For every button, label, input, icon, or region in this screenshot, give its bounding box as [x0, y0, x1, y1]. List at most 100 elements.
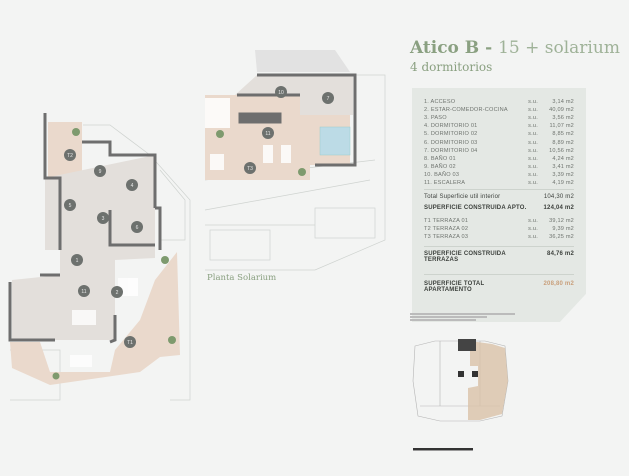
room-area: 4,19 m2: [552, 180, 574, 186]
svg-text:11: 11: [265, 131, 270, 137]
terrace-row: T1 TERRAZA 01 s.u. 39,12 m2: [424, 218, 574, 224]
unit: s.u.: [528, 163, 538, 170]
room-marker: 10: [275, 86, 287, 98]
svg-text:T1: T1: [127, 340, 133, 346]
room-area: 3,39 m2: [552, 171, 574, 178]
room-area: 3,56 m2: [552, 115, 574, 122]
room-label: 11. ESCALERA: [424, 180, 466, 186]
svg-text:4: 4: [131, 183, 134, 189]
unit: s.u.: [528, 131, 538, 138]
svg-text:9: 9: [99, 169, 102, 175]
room-area: 3,41 m2: [552, 163, 574, 170]
room-area: 4,24 m2: [552, 155, 574, 162]
unit: s.u.: [528, 155, 538, 162]
room-label: 1. ACCESO: [424, 99, 456, 105]
unit: s.u.: [528, 115, 538, 122]
terrace-area: 39,12 m2: [549, 218, 574, 224]
room-marker: 4: [126, 179, 138, 191]
unit: s.u.: [528, 226, 538, 232]
room-row: 11. ESCALERA s.u. 4,19 m2: [424, 180, 574, 186]
interior: [12, 155, 155, 340]
room-row: 9. BAÑO 02 s.u. 3,41 m2: [424, 164, 574, 170]
unit: s.u.: [528, 171, 538, 178]
unit: s.u.: [528, 123, 538, 130]
room-marker: 9: [94, 165, 106, 177]
terrace-t2: [48, 122, 82, 178]
room-label: 9. BAÑO 02: [424, 163, 456, 170]
terrace-t1: [10, 252, 180, 385]
unit: s.u.: [528, 218, 538, 224]
unit: s.u.: [528, 139, 538, 146]
svg-text:2: 2: [116, 290, 119, 296]
svg-text:3: 3: [102, 216, 105, 222]
scale-bar: [413, 448, 473, 451]
room-area: 40,09 m2: [549, 107, 574, 114]
terrace-row: T3 TERRAZA 03 s.u. 36,25 m2: [424, 234, 574, 240]
room-marker: 3: [97, 212, 109, 224]
terrace-area: 36,25 m2: [549, 234, 574, 240]
room-row: 5. DORMITORIO 02 s.u. 8,85 m2: [424, 131, 574, 137]
room-marker: 7: [322, 92, 334, 104]
room-label: 2. ESTAR-COMEDOR-COCINA: [424, 107, 508, 114]
room-area: 10,56 m2: [549, 147, 574, 154]
page-title: Atico B - 15 + solarium: [410, 38, 620, 58]
room-area: 3,14 m2: [552, 99, 574, 105]
room-label: 7. DORMITORIO 04: [424, 147, 478, 154]
svg-text:7: 7: [327, 96, 330, 102]
svg-text:1: 1: [76, 258, 79, 264]
room-marker: 6: [131, 221, 143, 233]
room-row: 6. DORMITORIO 03 s.u. 8,89 m2: [424, 140, 574, 146]
room-label: 6. DORMITORIO 03: [424, 139, 478, 146]
room-marker: 2: [111, 286, 123, 298]
svg-text:T2: T2: [67, 153, 73, 159]
svg-text:11: 11: [81, 289, 86, 295]
room-row: 7. DORMITORIO 04 s.u. 10,56 m2: [424, 148, 574, 154]
room-marker: T2: [64, 149, 76, 161]
room-marker: 11: [78, 285, 90, 297]
terrace-label: T2 TERRAZA 02: [424, 226, 469, 232]
page-subtitle: 4 dormitorios: [410, 60, 493, 74]
room-row: 1. ACCESO s.u. 3,14 m2: [424, 99, 574, 105]
svg-text:5: 5: [69, 203, 72, 209]
pool: [319, 126, 351, 156]
svg-text:T3: T3: [247, 166, 253, 172]
room-marker: 11: [262, 127, 274, 139]
unit: s.u.: [528, 234, 538, 240]
room-label: 8. BAÑO 01: [424, 155, 456, 162]
svg-text:6: 6: [136, 225, 139, 231]
surface-table: 1. ACCESO s.u. 3,14 m2 2. ESTAR-COMEDOR-COC…: [412, 88, 586, 322]
solarium-label: Planta Solarium: [207, 273, 277, 283]
terrace-area: 9,39 m2: [552, 226, 574, 232]
svg-text:10: 10: [278, 90, 284, 96]
room-area: 8,85 m2: [552, 131, 574, 138]
room-row: 2. ESTAR-COMEDOR-COCINA s.u. 40,09 m2: [424, 107, 574, 113]
terrace-label: T3 TERRAZA 03: [424, 234, 469, 240]
unit: s.u.: [528, 99, 538, 105]
unit: s.u.: [528, 107, 538, 114]
room-marker: 1: [71, 254, 83, 266]
room-label: 5. DORMITORIO 02: [424, 131, 478, 138]
room-row: 8. BAÑO 01 s.u. 4,24 m2: [424, 156, 574, 162]
unit: s.u.: [528, 147, 538, 154]
room-label: 4. DORMITORIO 01: [424, 123, 478, 130]
unit: s.u.: [528, 180, 538, 186]
room-marker: T3: [244, 162, 256, 174]
room-row: 10. BAÑO 03 s.u. 3,39 m2: [424, 172, 574, 178]
room-marker: 5: [64, 199, 76, 211]
unit-highlight: [468, 341, 508, 420]
terrace-row: T2 TERRAZA 02 s.u. 9,39 m2: [424, 226, 574, 232]
key-plan: [412, 339, 509, 451]
footnote: [410, 312, 520, 322]
room-marker: T1: [124, 336, 136, 348]
room-area: 8,89 m2: [552, 139, 574, 146]
room-label: 10. BAÑO 03: [424, 171, 460, 178]
terrace-label: T1 TERRAZA 01: [424, 218, 469, 224]
construida-row: SUPERFICIE CONSTRUIDA APTO.124,04 m2: [424, 205, 574, 211]
